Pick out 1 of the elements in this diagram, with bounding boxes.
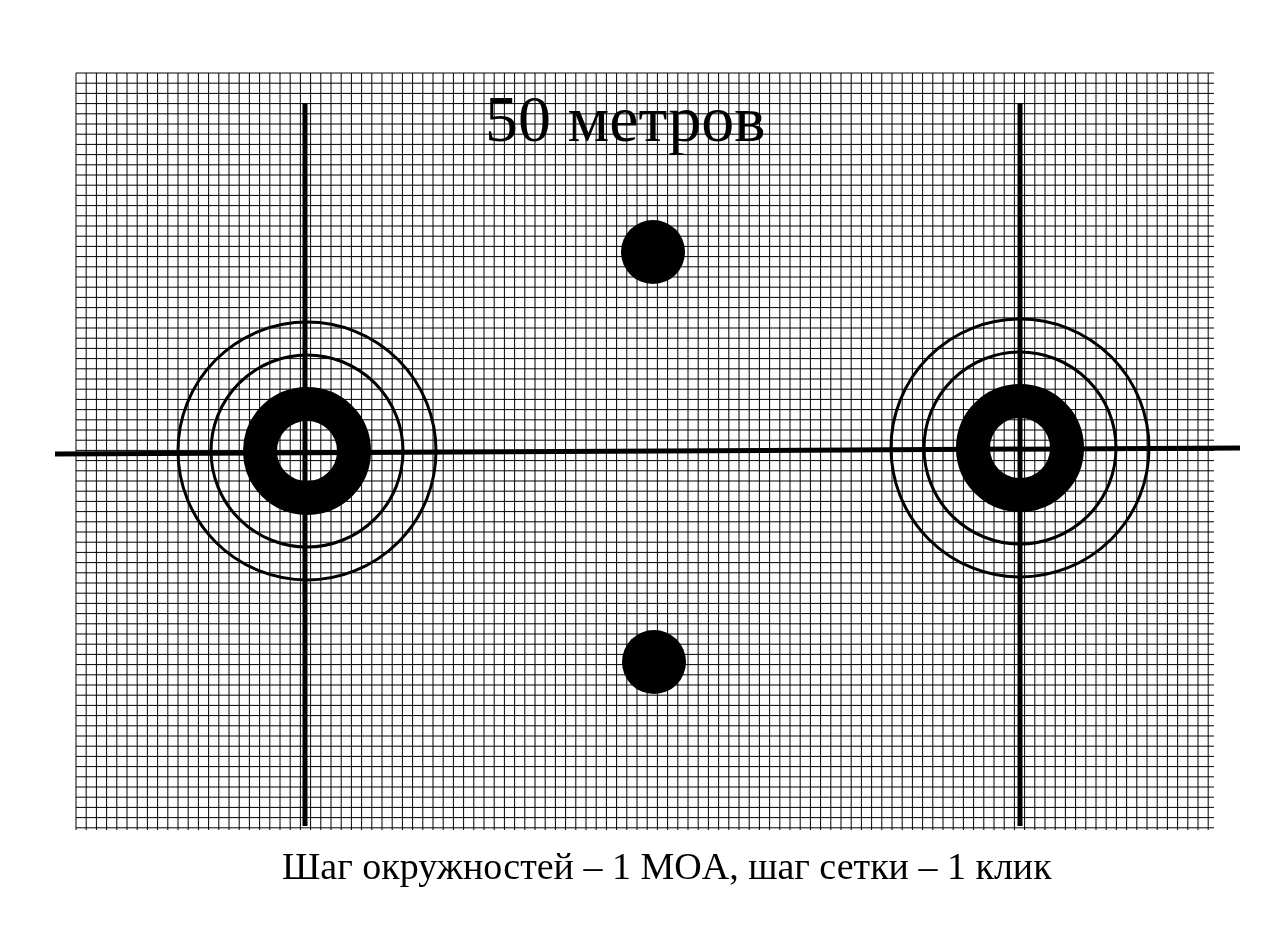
caption: Шаг окружностей – 1 MOA, шаг сетки – 1 клик (282, 847, 1052, 885)
